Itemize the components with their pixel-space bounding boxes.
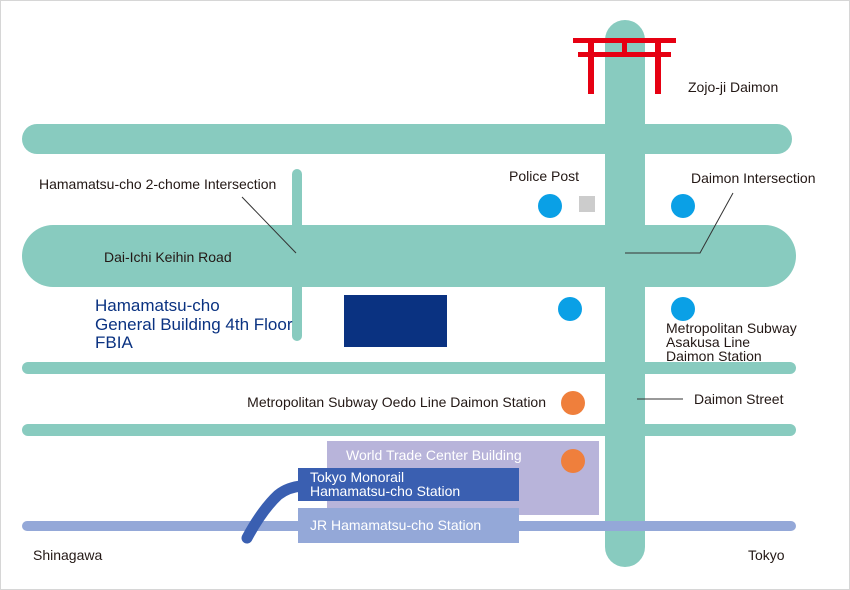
asakusa-label-line1: Metropolitan Subway [666, 320, 797, 336]
daimon-street [605, 20, 645, 567]
jr-station-box [298, 508, 519, 543]
oedo-marker-icon [561, 449, 585, 473]
subway-marker-icon [538, 194, 562, 218]
monorail-station-box [298, 468, 519, 501]
building-label-line3: FBIA [95, 333, 133, 352]
street-line-2 [22, 424, 796, 436]
dai-ichi-keihin-road [22, 225, 796, 287]
asakusa-label-line2: Asakusa Line [666, 334, 750, 350]
intersection-2chome-label: Hamamatsu-cho 2-chome Intersection [39, 176, 276, 192]
oedo-marker-icon [561, 391, 585, 415]
oedo-station-label: Metropolitan Subway Oedo Line Daimon Sta… [247, 394, 546, 410]
monorail-label-line1: Tokyo Monorail [310, 469, 404, 485]
keihin-road-label: Dai-Ichi Keihin Road [104, 249, 232, 265]
fbia-building [344, 295, 447, 347]
subway-marker-icon [671, 194, 695, 218]
small-side-street [292, 169, 302, 341]
police-post-icon [579, 196, 595, 212]
building-label-line1: Hamamatsu-cho [95, 296, 220, 315]
asakusa-label-line3: Daimon Station [666, 348, 762, 364]
leader-line [241, 196, 297, 254]
building-label-line2: General Building 4th Floor [95, 315, 293, 334]
top-road [22, 124, 792, 154]
police-post-label: Police Post [509, 168, 579, 184]
subway-marker-icon [558, 297, 582, 321]
daimon-street-label: Daimon Street [694, 391, 784, 407]
monorail-label-line2: Hamamatsu-cho Station [310, 483, 460, 499]
daimon-intersection-label: Daimon Intersection [691, 170, 816, 186]
wtc-label: World Trade Center Building [346, 447, 522, 463]
subway-marker-icon [671, 297, 695, 321]
leader-line [625, 192, 734, 254]
tokyo-label: Tokyo [748, 547, 785, 563]
monorail-line [241, 480, 308, 544]
jr-station-label: JR Hamamatsu-cho Station [310, 517, 481, 533]
shinagawa-label: Shinagawa [33, 547, 102, 563]
torii-gate-icon [573, 38, 676, 94]
zojoji-label: Zojo-ji Daimon [688, 79, 778, 95]
street-line-1 [22, 362, 796, 374]
